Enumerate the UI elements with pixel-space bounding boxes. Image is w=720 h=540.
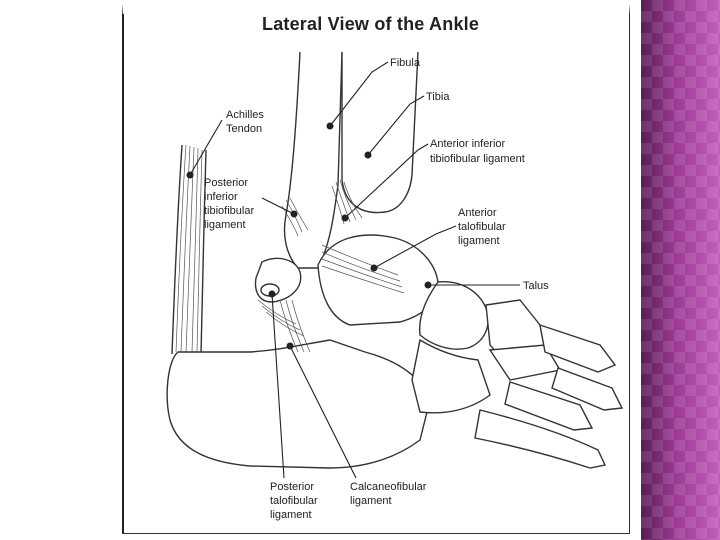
fibula-bone — [283, 51, 343, 269]
lateral-malleolus — [254, 257, 302, 303]
label-tibia: Tibia — [426, 91, 450, 103]
navicular-bone — [418, 281, 489, 350]
metatarsal-2 — [551, 367, 624, 411]
label-atf-line-1: Anterior — [458, 207, 497, 219]
label-pitf-line-3: tibiofibular — [204, 205, 254, 217]
label-pitf-line-1: Posterior — [204, 177, 248, 189]
label-talus: Talus — [523, 280, 549, 292]
leader-lines — [189, 61, 520, 479]
label-cf-line-1: Calcaneofibular — [350, 481, 427, 493]
label-anterior-inferior-tibiofibular: Anterior inferior tibiofibular ligament — [430, 138, 525, 165]
calcaneofibular-ligament — [279, 299, 311, 353]
anterior-talofibular-ligament — [321, 244, 405, 294]
metatarsal-1 — [539, 323, 617, 373]
calcaneus-bone — [166, 339, 431, 469]
label-pitf-line-2: inferior — [204, 191, 238, 203]
metatarsal-3 — [504, 381, 594, 431]
decorative-side-band — [641, 0, 720, 540]
metatarsal-5 — [474, 409, 607, 469]
diagram-title: Lateral View of the Ankle — [262, 14, 480, 34]
label-anterior-talofibular: Anterior talofibular ligament — [458, 207, 509, 247]
label-achilles-line-2: Tendon — [226, 123, 262, 135]
label-aitf-line-1: Anterior inferior — [430, 138, 506, 150]
label-atf-line-2: talofibular — [458, 221, 506, 233]
cuboid-bone — [411, 338, 491, 414]
label-achilles-tendon: Achilles Tendon — [226, 109, 267, 135]
tibia-bone — [341, 51, 419, 214]
label-calcaneofibular: Calcaneofibular ligament — [350, 481, 430, 507]
label-ptf-line-1: Posterior — [270, 481, 314, 493]
label-pitf-line-4: ligament — [204, 219, 246, 231]
pointer-dots — [186, 122, 432, 350]
label-achilles-line-1: Achilles — [226, 109, 264, 121]
label-posterior-talofibular: Posterior talofibular ligament — [270, 481, 321, 521]
label-posterior-inferior-tibiofibular: Posterior inferior tibiofibular ligament — [204, 177, 257, 231]
label-aitf-line-2: tibiofibular ligament — [430, 153, 525, 165]
talus-bone — [317, 234, 439, 326]
label-ptf-line-3: ligament — [270, 509, 312, 521]
label-atf-line-3: ligament — [458, 235, 500, 247]
label-fibula: Fibula — [390, 57, 421, 69]
label-ptf-line-2: talofibular — [270, 495, 318, 507]
label-cf-line-2: ligament — [350, 495, 392, 507]
